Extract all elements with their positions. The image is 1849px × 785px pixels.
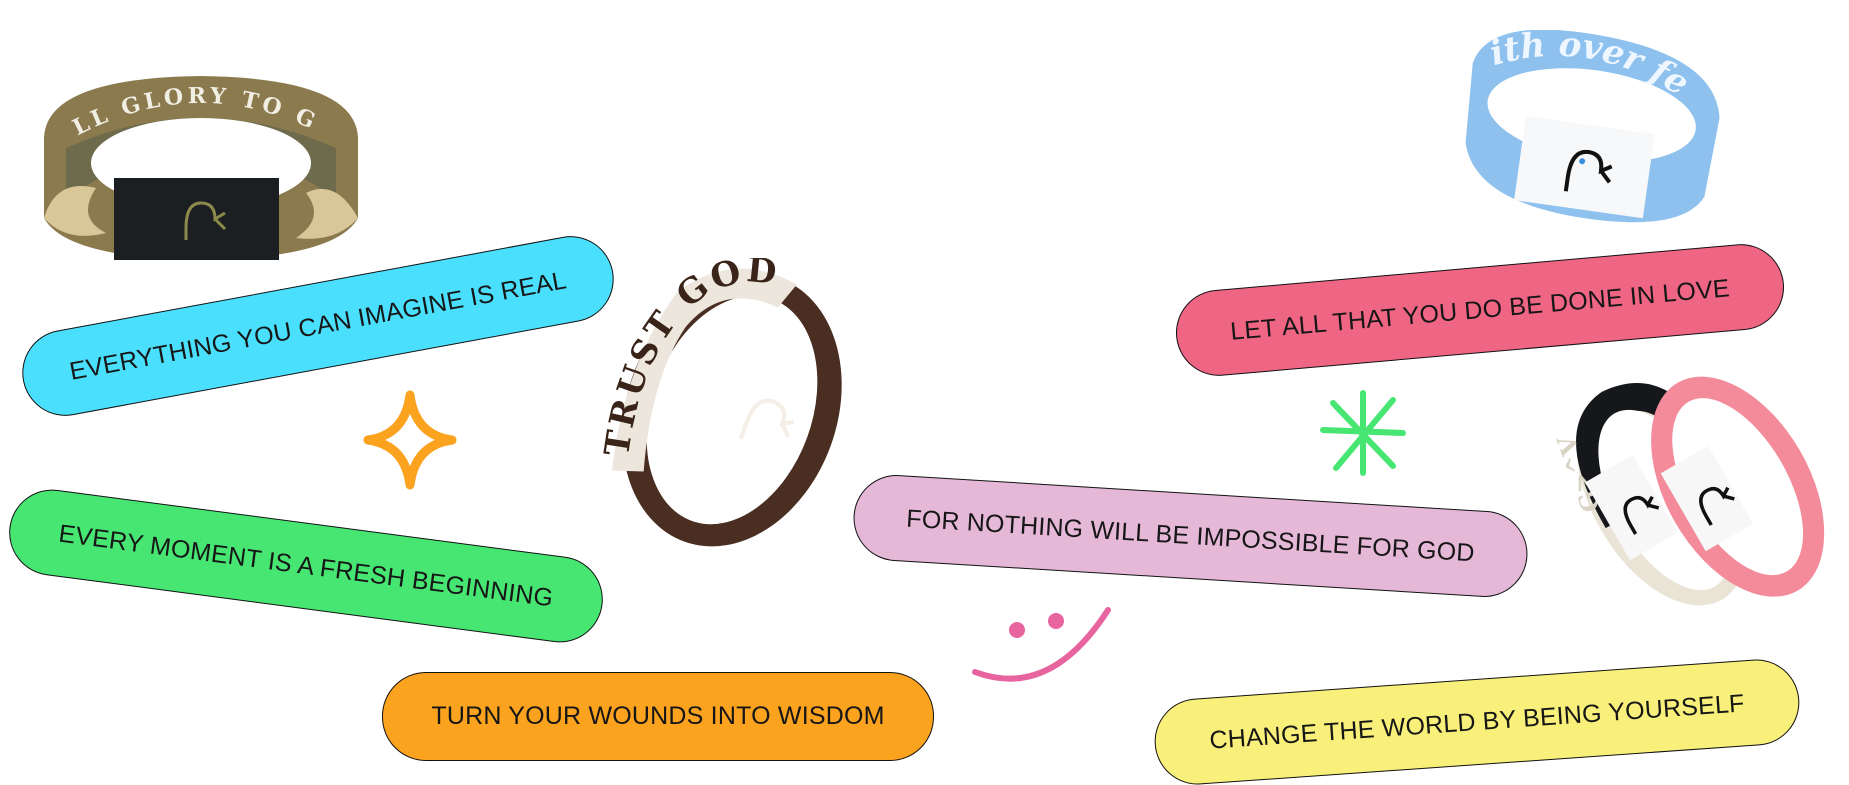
quote-text: TURN YOUR WOUNDS INTO WISDOM [431,702,885,730]
quote-pill-nothing-impossible: FOR NOTHING WILL BE IMPOSSIBLE FOR GOD [851,472,1530,600]
sparkle-icon [363,390,457,490]
stacked-bracelets-image: G>^V [1551,376,1825,606]
quote-pill-fresh-beginning: EVERY MOMENT IS A FRESH BEGINNING [3,484,609,648]
quote-pill-wounds-wisdom: TURN YOUR WOUNDS INTO WISDOM [382,672,934,761]
camo-bracelet-image: LL GLORY TO G [44,76,358,260]
quote-text: EVERYTHING YOU CAN IMAGINE IS REAL [67,265,569,386]
quote-text: LET ALL THAT YOU DO BE DONE IN LOVE [1229,273,1731,346]
quote-text: EVERY MOMENT IS A FRESH BEGINNING [57,519,555,612]
trust-god-bracelet-image: TRUST GOD [600,258,842,547]
faith-over-fear-bracelet-image: ith over fe [1465,30,1720,223]
smiley-icon [972,607,1111,682]
quote-text: FOR NOTHING WILL BE IMPOSSIBLE FOR GOD [905,504,1476,567]
asterisk-icon [1320,390,1406,476]
quote-pill-change-world: CHANGE THE WORLD BY BEING YOURSELF [1151,656,1803,785]
quote-text: CHANGE THE WORLD BY BEING YOURSELF [1208,688,1746,755]
